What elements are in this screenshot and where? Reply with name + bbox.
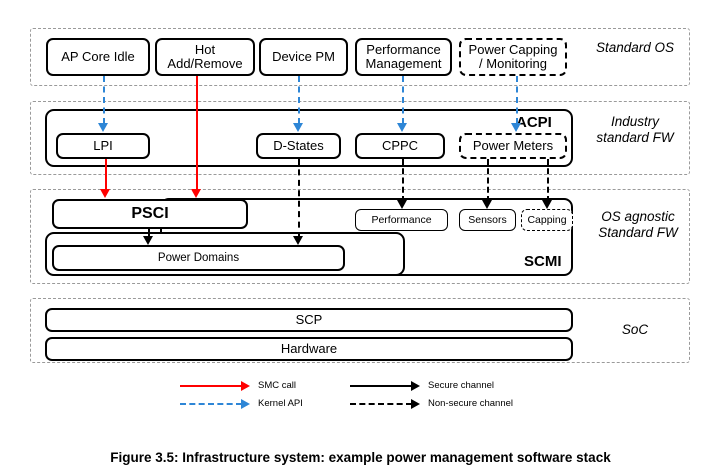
- node-power-capping-monitoring[interactable]: Power Capping / Monitoring: [459, 38, 567, 76]
- arrowhead-psci-to-power-domains: [143, 236, 153, 245]
- node-capping[interactable]: Capping: [521, 209, 573, 231]
- node-scp[interactable]: SCP: [45, 308, 573, 332]
- connector-lpi-to-psci: [105, 159, 107, 190]
- node-lpi[interactable]: LPI: [56, 133, 150, 159]
- legend-label-kernel-api: Kernel API: [258, 398, 303, 409]
- legend-label-smc-call: SMC call: [258, 380, 297, 391]
- connector-psci-to-power-domains: [148, 229, 150, 238]
- layer-label-os-agnostic-standard-fw: OS agnostic Standard FW: [598, 209, 678, 240]
- legend: SMC call Secure channel Kernel API Non-s…: [0, 376, 721, 412]
- connector-power-meters-to-sensors: [487, 159, 489, 202]
- arrowhead-d-states-to-power-domains: [293, 236, 303, 245]
- legend-arrowhead-smc-call: [241, 381, 250, 391]
- node-sensors[interactable]: Sensors: [459, 209, 516, 231]
- layer-industry-standard-fw: [30, 101, 690, 175]
- node-d-states[interactable]: D-States: [256, 133, 341, 159]
- arrowhead-lpi-to-psci: [100, 189, 110, 198]
- legend-label-non-secure-channel: Non-secure channel: [428, 398, 514, 409]
- node-cppc[interactable]: CPPC: [355, 133, 445, 159]
- node-power-meters[interactable]: Power Meters: [459, 133, 567, 159]
- legend-arrowhead-kernel-api: [241, 399, 250, 409]
- node-performance[interactable]: Performance: [355, 209, 448, 231]
- figure-caption: Figure 3.5: Infrastructure system: examp…: [110, 450, 611, 465]
- legend-line-smc-call: [180, 385, 242, 387]
- node-performance-management[interactable]: Performance Management: [355, 38, 452, 76]
- arrowhead-ap-core-idle-to-lpi: [98, 123, 108, 132]
- node-hot-add-remove[interactable]: Hot Add/Remove: [155, 38, 255, 76]
- arrowhead-power-meters-to-sensors: [482, 200, 492, 209]
- arrowhead-hot-add-remove-to-psci: [191, 189, 201, 198]
- legend-arrowhead-non-secure-channel: [411, 399, 420, 409]
- connector-ap-core-idle-to-lpi: [103, 76, 105, 124]
- legend-label-secure-channel: Secure channel: [428, 380, 495, 391]
- arrowhead-performance-management-to-cppc: [397, 123, 407, 132]
- layer-label-standard-os: Standard OS: [595, 40, 675, 55]
- arrowhead-cppc-to-performance: [397, 200, 407, 209]
- connector-power-meters-to-capping: [547, 159, 549, 202]
- legend-line-kernel-api: [180, 403, 242, 405]
- legend-line-non-secure-channel: [350, 403, 412, 405]
- layer-soc: [30, 298, 690, 363]
- node-psci[interactable]: PSCI: [52, 199, 248, 229]
- node-device-pm[interactable]: Device PM: [259, 38, 348, 76]
- legend-arrowhead-secure-channel: [411, 381, 420, 391]
- container-title-scmi: SCMI: [524, 253, 562, 270]
- arrowhead-device-pm-to-d-states: [293, 123, 303, 132]
- layer-os-agnostic-standard-fw: [30, 189, 690, 284]
- node-ap-core-idle[interactable]: AP Core Idle: [46, 38, 150, 76]
- arrowhead-power-meters-to-capping: [542, 200, 552, 209]
- layer-label-soc: SoC: [621, 322, 649, 337]
- node-power-domains[interactable]: Power Domains: [52, 245, 345, 271]
- connector-performance-management-to-cppc: [402, 76, 404, 124]
- connector-hot-add-remove-to-psci: [196, 76, 198, 190]
- legend-line-secure-channel: [350, 385, 412, 387]
- layer-label-industry-standard-fw: Industry standard FW: [596, 114, 674, 145]
- connector-cppc-to-performance: [402, 159, 404, 202]
- connector-d-states-to-power-domains: [298, 159, 300, 238]
- layer-standard-os: [30, 28, 690, 86]
- connector-device-pm-to-d-states: [298, 76, 300, 124]
- arrowhead-power-capping-to-power-meters: [511, 123, 521, 132]
- container-title-acpi: ACPI: [516, 114, 552, 131]
- node-hardware[interactable]: Hardware: [45, 337, 573, 361]
- connector-power-capping-to-power-meters: [516, 76, 518, 124]
